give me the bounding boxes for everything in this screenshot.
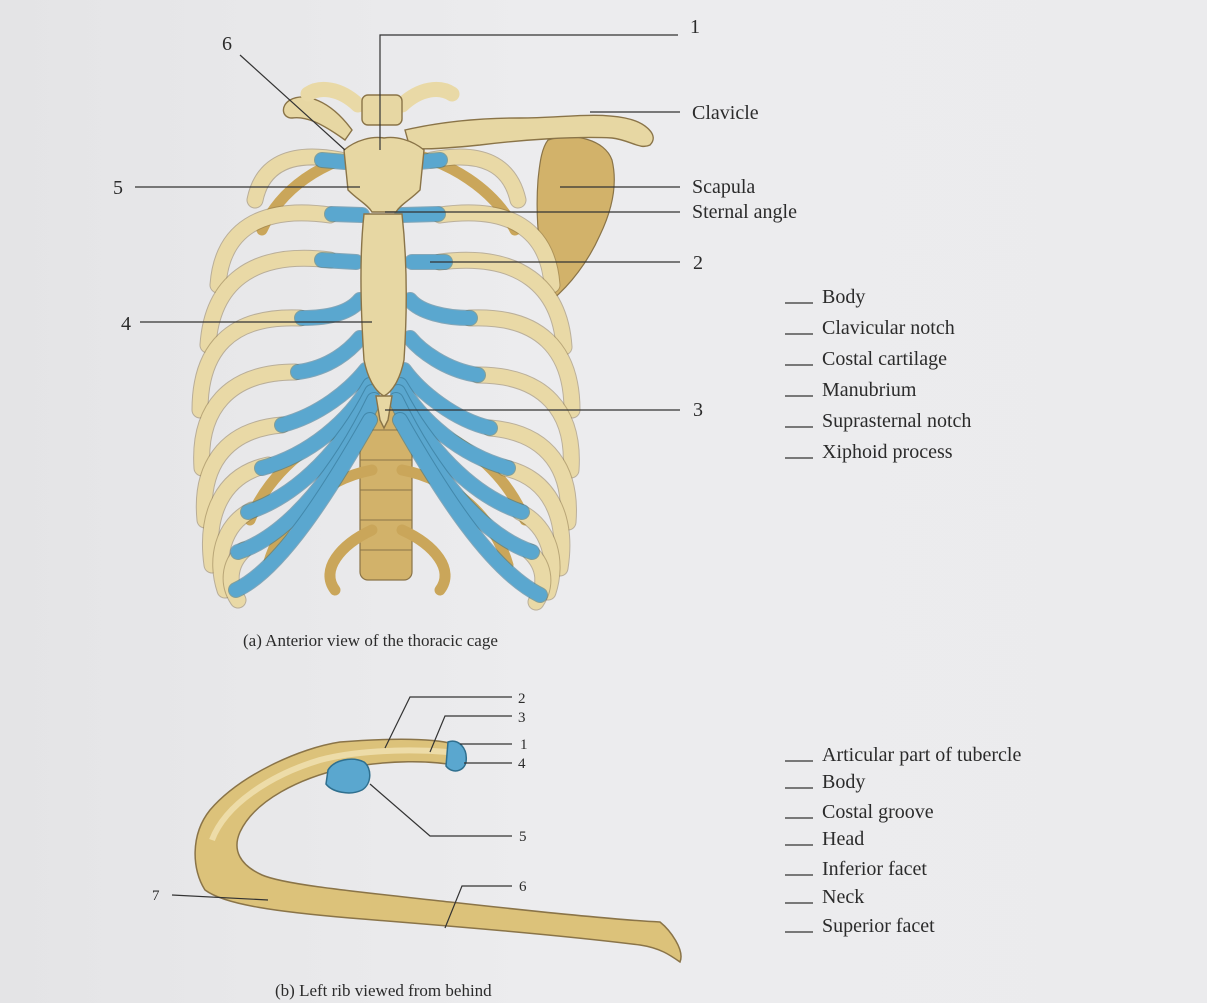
right-ribs bbox=[423, 148, 581, 611]
costal-cartilages bbox=[228, 152, 548, 603]
left-ribs bbox=[191, 148, 349, 609]
leaders-b bbox=[171, 696, 512, 929]
rib-tubercle-facet bbox=[325, 758, 371, 794]
label-a-5: 5 bbox=[113, 177, 123, 199]
left-rib-illustration bbox=[194, 738, 682, 964]
key-a-item-1: Body bbox=[822, 286, 865, 308]
caption-a: (a) Anterior view of the thoracic cage bbox=[243, 631, 498, 650]
label-sternal-angle: Sternal angle bbox=[692, 201, 797, 223]
key-b-item-2: Body bbox=[822, 771, 865, 793]
rib-bone bbox=[194, 738, 682, 964]
label-b-2: 2 bbox=[518, 691, 526, 707]
label-b-5: 5 bbox=[519, 829, 527, 845]
key-a-item-4: Manubrium bbox=[822, 379, 917, 401]
key-a-item-5: Suprasternal notch bbox=[822, 410, 971, 432]
rib-shaft-highlight bbox=[209, 747, 449, 842]
label-a-6: 6 bbox=[222, 33, 232, 55]
key-b-item-1: Articular part of tubercle bbox=[822, 744, 1021, 766]
first-rib-left bbox=[300, 82, 366, 113]
left-clavicle bbox=[282, 96, 353, 141]
label-a-1: 1 bbox=[690, 16, 700, 38]
label-a-2: 2 bbox=[693, 252, 703, 274]
label-b-4: 4 bbox=[518, 756, 526, 772]
key-a-item-3: Costal cartilage bbox=[822, 348, 947, 370]
leaders-a bbox=[135, 34, 680, 411]
label-b-3: 3 bbox=[518, 710, 526, 726]
xiphoid-process-bone bbox=[375, 395, 393, 430]
key-b-item-5: Inferior facet bbox=[822, 858, 927, 880]
label-a-4: 4 bbox=[121, 313, 131, 335]
key-a-item-2: Clavicular notch bbox=[822, 317, 955, 339]
key-a: Body Clavicular notch Costal cartilage M… bbox=[785, 286, 971, 463]
key-b-item-7: Superior facet bbox=[822, 915, 935, 937]
manubrium-bone bbox=[343, 136, 425, 213]
caption-b: (b) Left rib viewed from behind bbox=[275, 981, 492, 1000]
right-clavicle bbox=[404, 114, 654, 150]
label-clavicle: Clavicle bbox=[692, 102, 759, 124]
label-b-6: 6 bbox=[519, 879, 527, 895]
sternum-body-bone bbox=[360, 213, 407, 397]
key-b-item-3: Costal groove bbox=[822, 801, 934, 823]
key-b: Articular part of tubercle Body Costal g… bbox=[785, 744, 1021, 937]
rib-head-articulation bbox=[445, 740, 467, 772]
scapula-bone bbox=[536, 136, 615, 301]
key-b-item-4: Head bbox=[822, 828, 864, 850]
first-rib-right bbox=[394, 82, 460, 113]
label-b-7: 7 bbox=[152, 888, 160, 904]
label-a-3: 3 bbox=[693, 399, 703, 421]
label-b-1: 1 bbox=[520, 737, 528, 753]
thoracic-cage-illustration bbox=[191, 82, 654, 611]
thoracic-vertebra-top bbox=[361, 94, 403, 126]
label-scapula: Scapula bbox=[692, 176, 755, 198]
key-a-item-6: Xiphoid process bbox=[822, 441, 953, 463]
key-b-item-6: Neck bbox=[822, 886, 864, 908]
